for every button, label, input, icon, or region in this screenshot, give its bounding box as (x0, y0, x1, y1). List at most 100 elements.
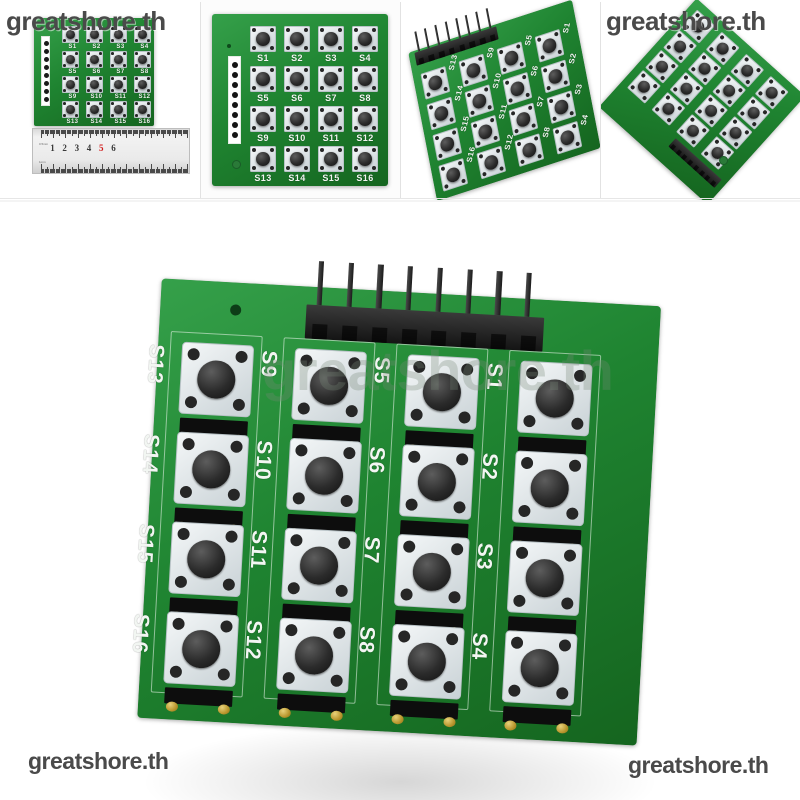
switch-cap[interactable] (114, 105, 123, 114)
switch-s14[interactable] (284, 146, 310, 172)
switch-s5[interactable] (250, 66, 276, 92)
switch-s15[interactable] (110, 101, 127, 118)
switch-s11[interactable] (318, 106, 344, 132)
switch-s6[interactable] (284, 66, 310, 92)
switch-cap[interactable] (324, 32, 338, 46)
switch-s3[interactable] (110, 26, 127, 43)
switch-cap[interactable] (138, 30, 147, 39)
switch-s3[interactable] (318, 26, 344, 52)
switch-s11[interactable] (110, 76, 127, 93)
switch-cap[interactable] (358, 112, 372, 126)
switch-s13[interactable] (250, 146, 276, 172)
switch-cap[interactable] (324, 152, 338, 166)
switch-cap[interactable] (66, 55, 75, 64)
switch-s2[interactable] (540, 59, 571, 94)
switch-cap[interactable] (256, 32, 270, 46)
switch-cap[interactable] (138, 55, 147, 64)
switch-s12[interactable] (134, 76, 151, 93)
switch-cap[interactable] (324, 112, 338, 126)
switch-s13[interactable] (62, 101, 79, 118)
switch-s2[interactable] (86, 26, 103, 43)
switch-s15[interactable] (168, 521, 245, 598)
thumbnail-4-board-angled-right[interactable] (600, 0, 800, 200)
switch-s10[interactable] (286, 437, 363, 514)
switch-cap[interactable] (66, 80, 75, 89)
switch-cap[interactable] (138, 105, 147, 114)
switch-cap[interactable] (114, 80, 123, 89)
switch-s12[interactable] (352, 106, 378, 132)
switch-cap[interactable] (256, 72, 270, 86)
switch-s5[interactable] (496, 41, 527, 76)
switch-cap[interactable] (256, 152, 270, 166)
switch-s8[interactable] (514, 133, 545, 167)
switch-cap[interactable] (358, 72, 372, 86)
switch-s7[interactable] (508, 102, 539, 137)
switch-s4[interactable] (134, 26, 151, 43)
switch-s1[interactable] (250, 26, 276, 52)
switch-cap[interactable] (66, 105, 75, 114)
switch-s11[interactable] (281, 527, 357, 604)
switch-s12[interactable] (476, 145, 507, 180)
switch-s8[interactable] (352, 66, 378, 92)
switch-s7[interactable] (318, 66, 344, 92)
switch-s5[interactable] (62, 51, 79, 68)
switch-s6[interactable] (86, 51, 103, 68)
switch-s13[interactable] (178, 341, 255, 418)
switch-s6[interactable] (502, 71, 533, 106)
switch-s7[interactable] (110, 51, 127, 68)
switch-s4[interactable] (501, 630, 578, 707)
switch-s6[interactable] (398, 444, 475, 520)
switch-s16[interactable] (352, 146, 378, 172)
switch-s2[interactable] (284, 26, 310, 52)
switch-s13[interactable] (420, 65, 451, 100)
switch-cap[interactable] (90, 30, 99, 39)
switch-cap[interactable] (90, 80, 99, 89)
switch-cap[interactable] (138, 80, 147, 89)
switch-cap[interactable] (90, 105, 99, 114)
switch-s10[interactable] (86, 76, 103, 93)
switch-cap[interactable] (256, 112, 270, 126)
switch-cap[interactable] (290, 112, 304, 126)
switch-cap[interactable] (66, 30, 75, 39)
switch-s9[interactable] (458, 53, 489, 88)
switch-s3[interactable] (546, 90, 577, 124)
switch-cap[interactable] (114, 55, 123, 64)
switch-cap[interactable] (290, 72, 304, 86)
switch-s15[interactable] (432, 127, 463, 162)
switch-s14[interactable] (86, 101, 103, 118)
switch-s3[interactable] (506, 540, 583, 617)
switch-s14[interactable] (173, 431, 250, 508)
switch-cap[interactable] (358, 32, 372, 46)
switch-s7[interactable] (393, 533, 470, 610)
switch-cap[interactable] (290, 32, 304, 46)
switch-s4[interactable] (352, 26, 378, 52)
switch-cap[interactable] (290, 152, 304, 166)
switch-s9[interactable] (62, 76, 79, 93)
switch-s8[interactable] (388, 623, 465, 700)
switch-s16[interactable] (438, 157, 469, 192)
switch-s10[interactable] (464, 84, 495, 119)
switch-cap[interactable] (358, 152, 372, 166)
switch-cap[interactable] (114, 30, 123, 39)
switch-s8[interactable] (134, 51, 151, 68)
switch-s2[interactable] (511, 450, 588, 527)
silk-label-s9: S9 (257, 133, 269, 143)
switch-s1[interactable] (62, 26, 79, 43)
switch-s12[interactable] (276, 617, 352, 694)
switch-s15[interactable] (318, 146, 344, 172)
switch-s4[interactable] (552, 120, 583, 155)
switch-s9[interactable] (250, 106, 276, 132)
switch-s1[interactable] (534, 28, 565, 63)
switch-s14[interactable] (426, 96, 457, 131)
switch-s16[interactable] (163, 611, 240, 688)
switch-s16[interactable] (134, 101, 151, 118)
switch-s10[interactable] (284, 106, 310, 132)
switch-cap[interactable] (324, 72, 338, 86)
switch-s11[interactable] (470, 114, 501, 149)
switch-cap[interactable] (90, 55, 99, 64)
